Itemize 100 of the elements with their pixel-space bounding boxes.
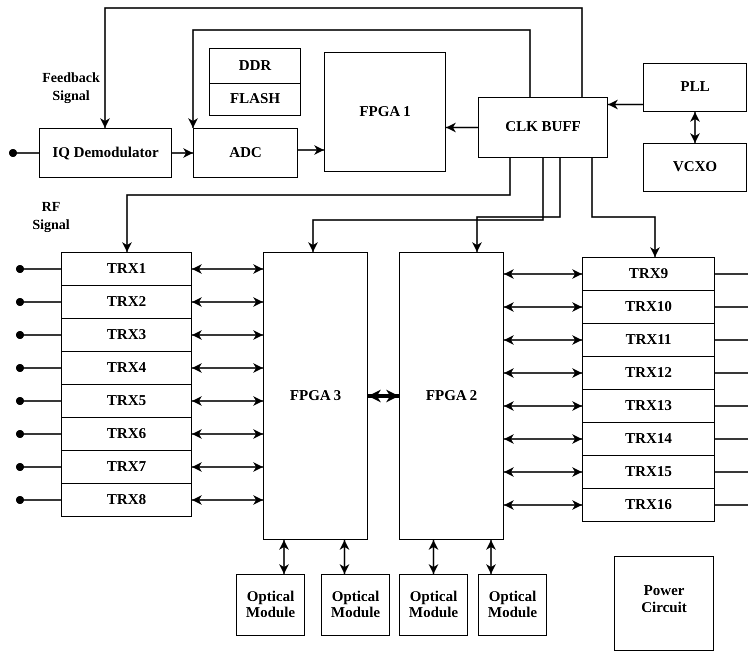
block-box bbox=[399, 574, 468, 636]
arrow bbox=[504, 500, 582, 510]
signal-line bbox=[715, 405, 748, 407]
arrow bbox=[100, 7, 583, 128]
block-label: TRX3 bbox=[106, 326, 146, 344]
block-box bbox=[61, 285, 192, 319]
block-label: TRX11 bbox=[626, 332, 672, 348]
block-box bbox=[614, 556, 714, 651]
block-label: TRX15 bbox=[625, 464, 672, 480]
arrow bbox=[504, 434, 582, 444]
arrow bbox=[192, 462, 263, 472]
block-box bbox=[61, 318, 192, 352]
block-label: TRX12 bbox=[625, 364, 672, 382]
block-label: Optical Module bbox=[408, 588, 460, 622]
block-box bbox=[582, 422, 715, 456]
arrow bbox=[192, 429, 263, 439]
arrow bbox=[122, 158, 511, 252]
block-box bbox=[61, 450, 192, 484]
signal-line bbox=[715, 306, 748, 308]
arrow bbox=[504, 368, 582, 378]
signal-line bbox=[715, 471, 748, 473]
block-label: TRX8 bbox=[106, 492, 146, 508]
block-box bbox=[399, 252, 504, 540]
arrow bbox=[608, 100, 643, 110]
arrow bbox=[446, 122, 478, 132]
block-label: TRX6 bbox=[106, 426, 146, 442]
arrow bbox=[504, 335, 582, 345]
block-box bbox=[582, 290, 715, 324]
arrow bbox=[188, 29, 531, 128]
block-box bbox=[582, 455, 715, 489]
block-label: FLASH bbox=[230, 91, 280, 108]
block-label: FPGA 1 bbox=[359, 104, 411, 120]
signal-line bbox=[715, 273, 748, 275]
block-box bbox=[61, 483, 192, 517]
signal-label: Feedback Signal bbox=[41, 70, 101, 106]
arrow bbox=[308, 158, 544, 252]
block-box bbox=[61, 417, 192, 451]
block-box bbox=[582, 488, 715, 522]
arrow bbox=[192, 297, 263, 307]
arrow bbox=[192, 495, 263, 505]
arrow bbox=[690, 112, 700, 143]
block-box bbox=[582, 389, 715, 423]
block-label: Optical Module bbox=[486, 588, 538, 622]
arrow bbox=[504, 467, 582, 477]
block-label: TRX1 bbox=[106, 260, 146, 278]
arrow bbox=[428, 540, 438, 574]
arrow bbox=[192, 264, 263, 274]
block-label: TRX5 bbox=[106, 392, 146, 410]
block-box bbox=[643, 143, 747, 192]
block-box bbox=[582, 356, 715, 390]
arrow bbox=[368, 390, 399, 402]
block-box bbox=[61, 252, 192, 286]
arrow bbox=[172, 148, 193, 158]
block-label: Power Circuit bbox=[640, 583, 688, 616]
block-box bbox=[478, 574, 547, 636]
block-box bbox=[321, 574, 390, 636]
block-box bbox=[193, 128, 298, 178]
block-label: PLL bbox=[680, 79, 710, 96]
block-label: FPGA 3 bbox=[290, 388, 342, 404]
arrow bbox=[486, 540, 496, 574]
block-box bbox=[263, 252, 368, 540]
signal-label: RF Signal bbox=[31, 199, 71, 236]
block-label: CLK BUFF bbox=[505, 119, 581, 136]
arrow bbox=[591, 158, 660, 257]
block-label: TRX10 bbox=[625, 298, 672, 316]
arrow bbox=[504, 269, 582, 279]
block-label: TRX7 bbox=[106, 458, 146, 476]
signal-line bbox=[715, 339, 748, 341]
block-label: TRX14 bbox=[625, 430, 672, 448]
block-label: TRX9 bbox=[628, 266, 668, 282]
block-label: TRX4 bbox=[106, 360, 146, 376]
arrow bbox=[298, 145, 324, 155]
block-box bbox=[236, 574, 305, 636]
block-label: IQ Demodulator bbox=[52, 144, 159, 162]
block-label: Optical Module bbox=[244, 588, 296, 622]
block-box bbox=[582, 257, 715, 291]
block-label: TRX2 bbox=[106, 294, 146, 310]
arrow bbox=[279, 540, 289, 574]
arrow bbox=[192, 330, 263, 340]
signal-line bbox=[715, 438, 748, 440]
block-box bbox=[61, 384, 192, 418]
arrow bbox=[504, 302, 582, 312]
block-label: Optical Module bbox=[330, 588, 382, 622]
block-box bbox=[39, 128, 172, 178]
block-box bbox=[478, 97, 608, 158]
block-label: ADC bbox=[229, 144, 262, 162]
signal-line bbox=[715, 504, 748, 506]
block-label: FPGA 2 bbox=[426, 388, 478, 404]
block-box bbox=[324, 52, 446, 172]
block-box bbox=[643, 63, 747, 112]
block-label: VCXO bbox=[672, 159, 718, 176]
arrow bbox=[504, 401, 582, 411]
block-box bbox=[61, 351, 192, 385]
block-box bbox=[582, 323, 715, 357]
block-box bbox=[209, 48, 301, 84]
arrow bbox=[340, 540, 350, 574]
arrow bbox=[472, 158, 561, 252]
block-label: TRX13 bbox=[625, 398, 672, 414]
signal-line bbox=[715, 372, 748, 374]
arrow bbox=[192, 363, 263, 373]
